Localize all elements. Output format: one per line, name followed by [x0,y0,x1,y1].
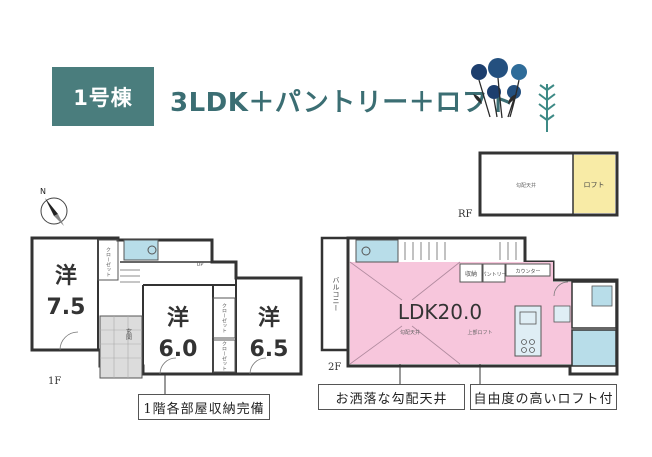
caption-loft: 自由度の高いロフト付 [470,384,617,410]
storage-label: 収納 [465,270,477,278]
rf-loft-label: ロフト [584,181,605,189]
floor-label-2f: 2F [328,362,342,373]
closet-a-label: クローゼット [105,247,111,277]
stair-up-label: UP [197,262,204,268]
compass-north-icon: N [40,187,68,226]
rf-ceiling-label: 勾配天井 [516,182,536,189]
entrance-label: 玄関 [125,327,132,341]
ceiling-note-2f: 勾配天井 [400,329,420,336]
floor-label-1f: 1F [48,376,62,387]
pantry-label: パントリー [481,272,506,278]
loft-hatch-note: 上部ロフト [467,329,492,336]
closet-b-label: クローゼット [221,303,227,333]
leaf-sprig-icon [538,84,556,132]
floor-rf-plan [478,151,619,217]
closet-c-label: クローゼット [221,341,227,371]
room-a-size: 7.5 [47,295,86,320]
ldk-label: LDK20.0 [398,300,482,324]
caption-ceiling: お洒落な勾配天井 [318,384,465,410]
room-c-kind: 洋 [258,305,280,331]
balcony-label: バルコニー [332,277,340,312]
building-badge: 1号棟 [52,67,154,126]
layout-title: 3LDK＋パントリー＋ロフト [170,88,515,118]
floor-2f-plan [320,236,619,384]
svg-text:N: N [40,187,46,196]
counter-label: カウンター [515,268,540,275]
floor-label-rf: RF [458,209,473,220]
room-a-kind: 洋 [55,263,77,289]
room-b-kind: 洋 [167,305,189,331]
caption-storage: 1階各部屋収納完備 [138,394,270,420]
room-c-size: 6.5 [250,337,289,362]
floor-1f-plan [30,236,303,394]
room-b-size: 6.0 [159,337,198,362]
flower-decoration-icon [471,58,527,119]
